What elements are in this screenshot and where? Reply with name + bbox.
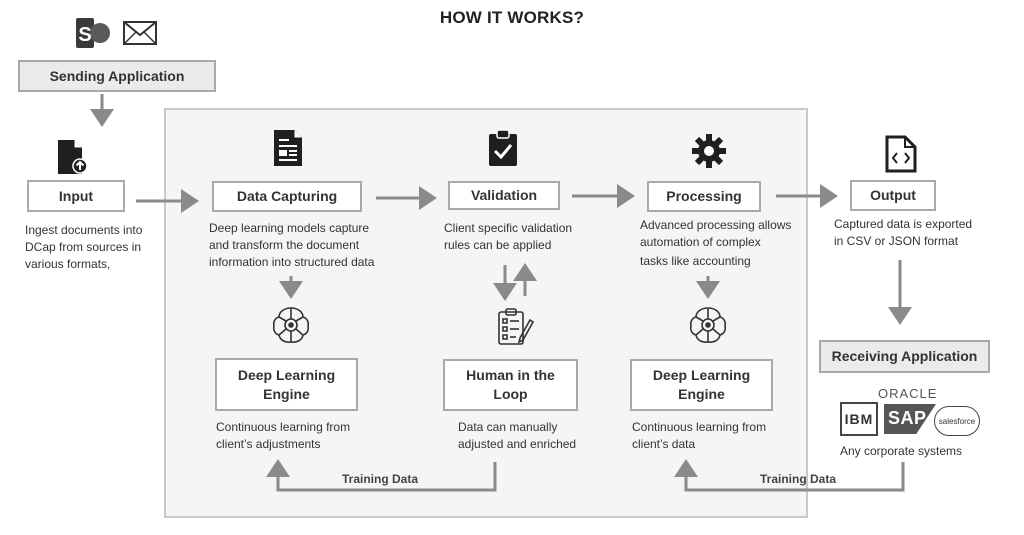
data-capturing-description: Deep learning models capture and transfo…: [209, 221, 375, 269]
file-upload-icon: [56, 138, 88, 176]
page-title: HOW IT WORKS?: [439, 8, 585, 27]
deep-learning-right-description: Continuous learning from client’s data: [632, 420, 767, 451]
receiving-caption: Any corporate systems: [840, 444, 963, 458]
brain-circuit-icon: [687, 304, 729, 346]
human-in-the-loop-description: Data can manually adjusted and enriched: [458, 420, 577, 451]
training-data-left-label: Training Data: [342, 472, 419, 486]
receiving-application-box: Receiving Application: [819, 340, 990, 373]
checklist-pen-icon: [494, 306, 536, 348]
mail-icon: [122, 20, 158, 46]
validation-description: Client specific validation rules can be …: [444, 221, 573, 252]
output-box: Output: [850, 180, 936, 211]
input-description: Ingest documents into DCap from sources …: [25, 223, 143, 271]
salesforce-logo: salesforce: [934, 406, 980, 436]
brain-circuit-icon: [270, 304, 312, 346]
pipeline-panel: [164, 108, 808, 518]
oracle-logo: ORACLE: [878, 386, 938, 401]
processing-description: Advanced processing allows automation of…: [640, 218, 792, 268]
clipboard-check-icon: [487, 128, 519, 168]
ibm-logo: IBM: [840, 402, 878, 436]
gear-icon: [691, 133, 727, 169]
code-file-icon: [885, 135, 917, 173]
input-box: Input: [27, 180, 125, 212]
sharepoint-icon: S: [74, 16, 112, 50]
processing-box: Processing: [647, 181, 761, 212]
data-capturing-box: Data Capturing: [212, 181, 362, 212]
training-data-right-label: Training Data: [760, 472, 837, 486]
svg-text:S: S: [78, 24, 91, 46]
human-in-the-loop-box: Human in the Loop: [443, 359, 578, 411]
document-icon: [272, 128, 304, 168]
deep-learning-left-description: Continuous learning from client’s adjust…: [216, 420, 351, 451]
deep-learning-engine-left-box: Deep Learning Engine: [215, 358, 358, 411]
deep-learning-engine-right-box: Deep Learning Engine: [630, 359, 773, 411]
sending-application-box: Sending Application: [18, 60, 216, 92]
output-description: Captured data is exported in CSV or JSON…: [834, 217, 973, 248]
validation-box: Validation: [448, 181, 560, 210]
